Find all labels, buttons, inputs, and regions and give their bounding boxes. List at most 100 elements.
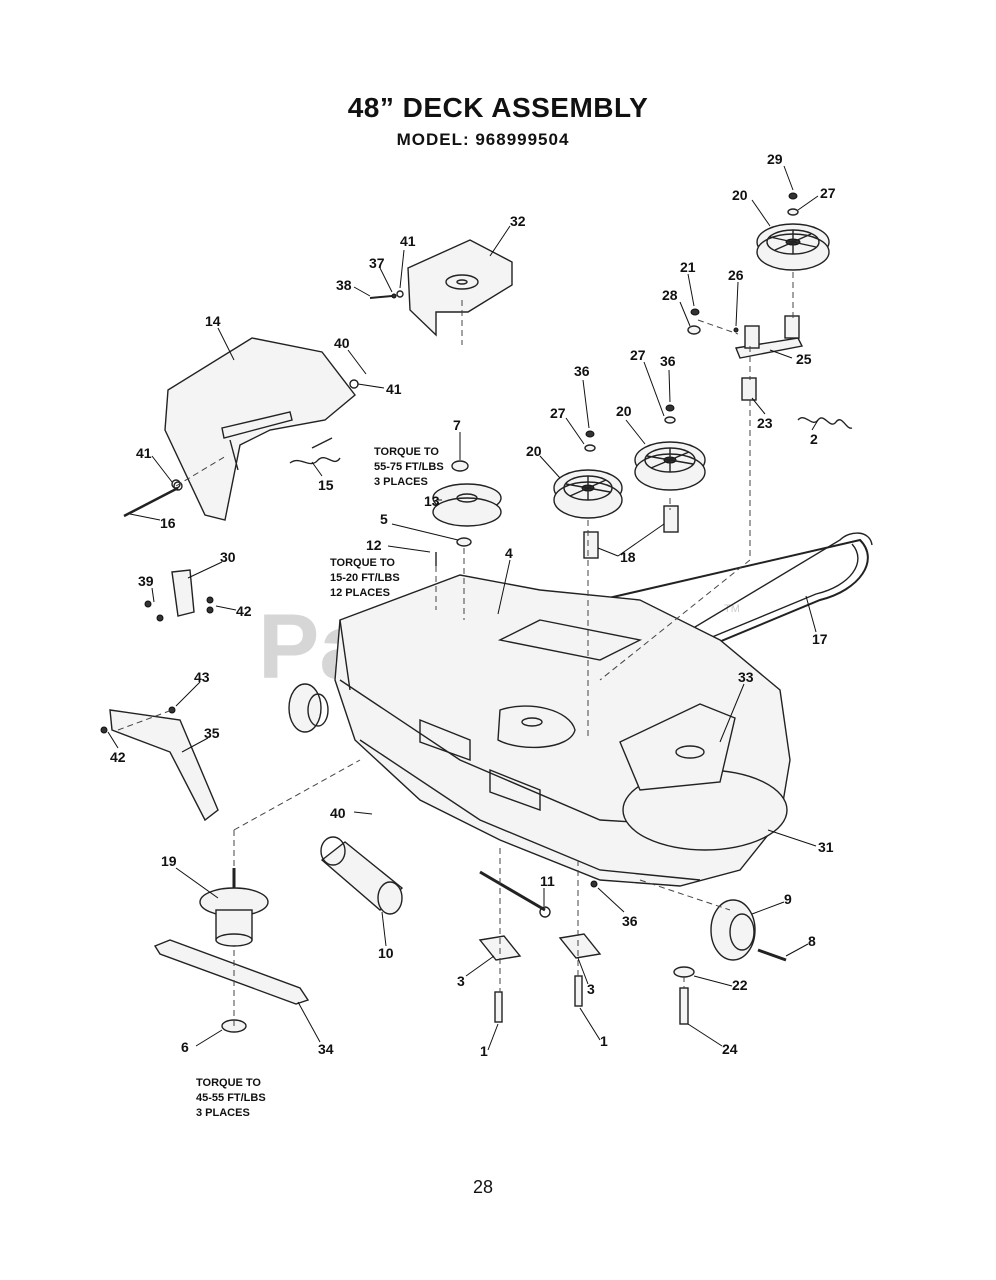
- callout-22: 22: [732, 977, 748, 993]
- callout-40: 40: [330, 805, 346, 821]
- svg-text:TORQUE TO: TORQUE TO: [196, 1077, 261, 1089]
- callout-20: 20: [732, 187, 748, 203]
- callout-29: 29: [767, 151, 783, 167]
- callout-43: 43: [194, 669, 210, 685]
- callouts: 29 27 20 32 41 37 38 21 26 28 25 14 40 4…: [110, 151, 836, 1059]
- callout-27: 27: [550, 405, 566, 421]
- part-13-pulley: [432, 483, 502, 527]
- part-23-spacer: [741, 377, 757, 401]
- callout-36: 36: [574, 363, 590, 379]
- callout-2: 2: [810, 431, 818, 447]
- callout-20: 20: [616, 403, 632, 419]
- page-title: 48” DECK ASSEMBLY: [347, 92, 649, 123]
- callout-18: 18: [620, 549, 636, 565]
- callout-5: 5: [380, 511, 388, 527]
- callout-21: 21: [680, 259, 696, 275]
- callout-42: 42: [236, 603, 252, 619]
- part-24-bolt: [679, 987, 689, 1025]
- callout-12: 12: [366, 537, 382, 553]
- svg-text:12 PLACES: 12 PLACES: [330, 587, 390, 599]
- part-32-belt-cover: [407, 239, 513, 337]
- leader-lines: [107, 165, 819, 1051]
- callout-17: 17: [812, 631, 828, 647]
- callout-1: 1: [480, 1043, 488, 1059]
- callout-8: 8: [808, 933, 816, 949]
- part-16-rod: [123, 481, 183, 518]
- callout-37: 37: [369, 255, 385, 271]
- callout-23: 23: [757, 415, 773, 431]
- callout-6: 6: [181, 1039, 189, 1055]
- part-20-pulley-top: [756, 223, 830, 271]
- svg-text:15-20 FT/LBS: 15-20 FT/LBS: [330, 572, 400, 584]
- callout-41: 41: [136, 445, 152, 461]
- deck-left-wheel: [288, 683, 329, 733]
- callout-42: 42: [110, 749, 126, 765]
- torque-note-idler: TORQUE TO 55-75 FT/LBS 3 PLACES: [374, 446, 444, 488]
- callout-36: 36: [622, 913, 638, 929]
- svg-text:3 PLACES: 3 PLACES: [374, 476, 428, 488]
- callout-16: 16: [160, 515, 176, 531]
- callout-4: 4: [505, 545, 513, 561]
- part-19-spindle: [199, 868, 269, 947]
- callout-25: 25: [796, 351, 812, 367]
- svg-text:55-75 FT/LBS: 55-75 FT/LBS: [374, 461, 444, 473]
- callout-3: 3: [587, 981, 595, 997]
- model-number: MODEL: 968999504: [396, 130, 570, 149]
- part-7-nut: [451, 460, 469, 472]
- part-22-washer: [673, 966, 695, 978]
- callout-32: 32: [510, 213, 526, 229]
- callout-3: 3: [457, 973, 465, 989]
- svg-text:45-55 FT/LBS: 45-55 FT/LBS: [196, 1092, 266, 1104]
- callout-31: 31: [818, 839, 834, 855]
- part-25-idler-arm: [735, 315, 804, 359]
- callout-35: 35: [204, 725, 220, 741]
- part-20-pulley-right: [634, 441, 706, 491]
- alignment-lines: [117, 272, 794, 1026]
- part-deck-housing: [334, 574, 791, 887]
- callout-13: 13: [424, 493, 440, 509]
- part-3-plate-right: [558, 933, 602, 959]
- callout-30: 30: [220, 549, 236, 565]
- callout-26: 26: [728, 267, 744, 283]
- callout-14: 14: [205, 313, 221, 329]
- part-9-wheel: [710, 899, 756, 961]
- callout-40: 40: [334, 335, 350, 351]
- callout-9: 9: [784, 891, 792, 907]
- watermark-tm: TM: [724, 603, 740, 615]
- svg-text:TORQUE TO: TORQUE TO: [374, 446, 439, 458]
- torque-note-blade: TORQUE TO 45-55 FT/LBS 3 PLACES: [196, 1077, 266, 1119]
- callout-11: 11: [540, 873, 555, 889]
- part-14-deflector: [164, 337, 356, 521]
- callout-38: 38: [336, 277, 352, 293]
- part-34-blade: [153, 939, 310, 1005]
- part-1-bolt-right: [574, 975, 583, 1007]
- callout-34: 34: [318, 1041, 334, 1057]
- callout-10: 10: [378, 945, 394, 961]
- callout-36: 36: [660, 353, 676, 369]
- part-11-axle: [479, 870, 551, 918]
- callout-33: 33: [738, 669, 754, 685]
- callout-1: 1: [600, 1033, 608, 1049]
- callout-19: 19: [161, 853, 177, 869]
- page-number: 28: [472, 1177, 494, 1197]
- part-15-spring: [289, 437, 341, 465]
- callout-24: 24: [722, 1041, 738, 1057]
- callout-27: 27: [820, 185, 836, 201]
- callout-39: 39: [138, 573, 154, 589]
- part-8-bolt: [757, 948, 787, 962]
- part-35-bracket: [109, 709, 219, 822]
- callout-41: 41: [386, 381, 402, 397]
- callout-41: 41: [400, 233, 416, 249]
- torque-note-bolts: TORQUE TO 15-20 FT/LBS 12 PLACES: [330, 557, 400, 599]
- callout-28: 28: [662, 287, 678, 303]
- part-10-roller: [320, 836, 404, 915]
- small-hardware: [100, 192, 799, 888]
- callout-27: 27: [630, 347, 646, 363]
- svg-text:3 PLACES: 3 PLACES: [196, 1107, 250, 1119]
- part-5-washer: [456, 537, 472, 547]
- callout-15: 15: [318, 477, 334, 493]
- part-1-bolt-left: [494, 991, 503, 1023]
- part-2-spring: [797, 417, 853, 429]
- svg-text:TORQUE TO: TORQUE TO: [330, 557, 395, 569]
